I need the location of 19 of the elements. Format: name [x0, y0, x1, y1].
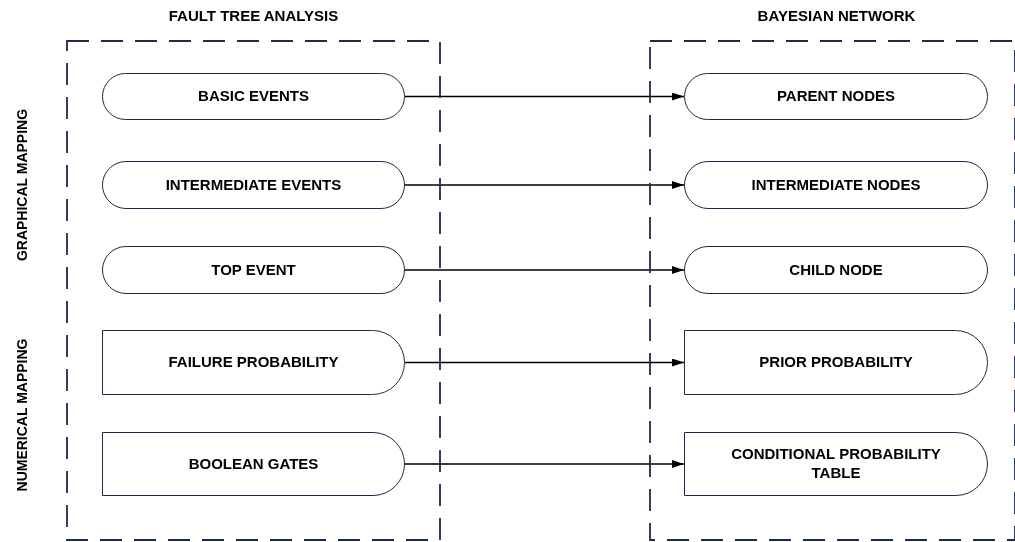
arrow: [404, 460, 685, 468]
rounded-process-box: PARENT NODES: [684, 73, 988, 120]
rounded-process-box: BOOLEAN GATES: [102, 432, 405, 496]
group-heading: BAYESIAN NETWORK: [756, 6, 917, 26]
arrow: [404, 92, 685, 101]
rounded-process-box: FAILURE PROBABILITY: [102, 330, 405, 395]
group-heading: FAULT TREE ANALYSIS: [167, 6, 340, 26]
rounded-process-box: BASIC EVENTS: [102, 73, 405, 120]
side-label: NUMERICAL MAPPING: [12, 338, 31, 492]
arrow: [404, 181, 685, 189]
rounded-process-box: INTERMEDIATE NODES: [684, 161, 988, 209]
rounded-process-box: PRIOR PROBABILITY: [684, 330, 988, 395]
rounded-process-box: CONDITIONAL PROBABILITY TABLE: [684, 432, 988, 496]
rounded-process-box: TOP EVENT: [102, 246, 405, 294]
arrow: [404, 358, 685, 367]
arrow: [404, 266, 685, 274]
rounded-process-box: INTERMEDIATE EVENTS: [102, 161, 405, 209]
rounded-process-box: CHILD NODE: [684, 246, 988, 294]
side-label: GRAPHICAL MAPPING: [12, 108, 31, 262]
